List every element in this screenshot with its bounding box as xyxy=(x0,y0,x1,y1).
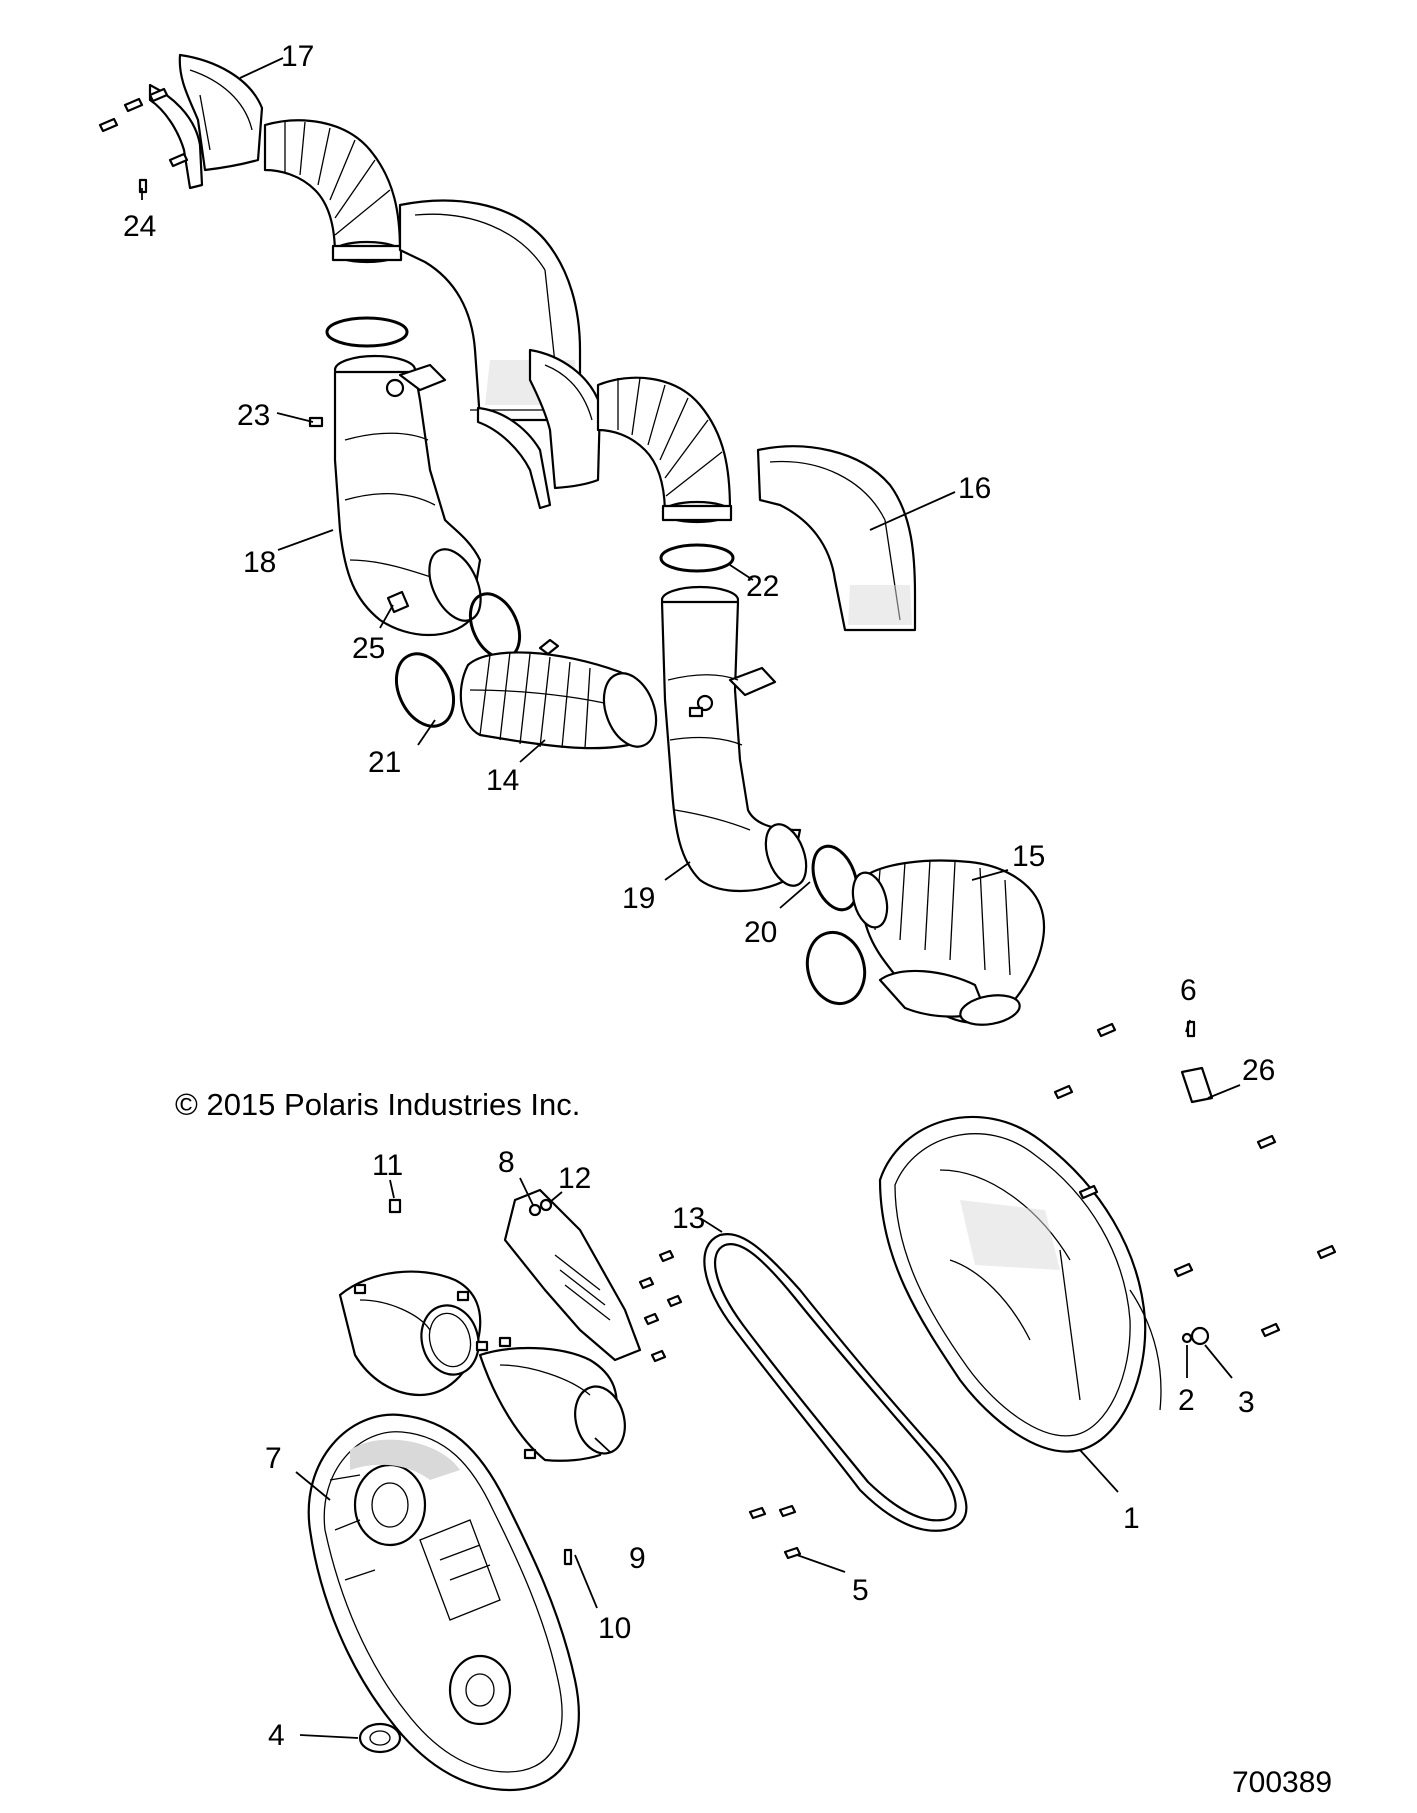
part-8-bracket xyxy=(503,1188,642,1362)
part-18-intake-duct xyxy=(333,354,482,636)
part-7-inner-clutch-cover xyxy=(307,1413,580,1792)
part-9-outlet-duct xyxy=(478,1336,626,1462)
callout-26: 26 xyxy=(1242,1054,1275,1087)
callout-19: 19 xyxy=(622,882,655,915)
callout-16: 16 xyxy=(958,472,991,505)
part-2-washer xyxy=(1181,1332,1193,1344)
part-21-clamp xyxy=(394,652,456,728)
callout-22: 22 xyxy=(746,570,779,603)
callout-21: 21 xyxy=(368,746,401,779)
middle-shield xyxy=(476,348,602,510)
callout-13: 13 xyxy=(672,1202,705,1235)
part-12-rivet xyxy=(539,1198,553,1212)
screw-10 xyxy=(563,1548,573,1566)
screw-set-cover-outer xyxy=(1053,1020,1337,1338)
callout-12: 12 xyxy=(558,1162,591,1195)
callout-1: 1 xyxy=(1123,1502,1140,1535)
part-3-nut xyxy=(1190,1326,1210,1346)
callout-10: 10 xyxy=(598,1612,631,1645)
callout-9: 9 xyxy=(629,1542,646,1575)
part-13-drive-belt xyxy=(703,1233,968,1532)
part-1-outer-clutch-cover xyxy=(878,1115,1162,1453)
screw-set-24 xyxy=(98,87,189,194)
part-15-y-duct xyxy=(851,859,1046,1026)
clamp-ring-lower-right xyxy=(805,930,867,1006)
screw-set-5 xyxy=(748,1504,802,1560)
callout-23: 23 xyxy=(237,399,270,432)
screw-23 xyxy=(308,416,324,428)
leader-lines xyxy=(141,57,1241,1739)
callout-7: 7 xyxy=(265,1442,282,1475)
callout-8: 8 xyxy=(498,1146,515,1179)
copyright-notice: © 2015 Polaris Industries Inc. xyxy=(175,1087,580,1122)
part-4-seal xyxy=(358,1722,402,1754)
drawing-number: 700389 xyxy=(1232,1766,1332,1799)
callout-25: 25 xyxy=(352,632,385,665)
callout-11: 11 xyxy=(372,1149,403,1182)
callout-numbers: 1 2 3 4 5 6 7 8 9 10 11 12 13 14 15 16 1… xyxy=(123,40,1275,1752)
part-17-shield xyxy=(148,53,264,190)
callout-24: 24 xyxy=(123,210,156,243)
part-14-corrugated-hose xyxy=(459,638,658,750)
callout-15: 15 xyxy=(1012,840,1045,873)
callout-18: 18 xyxy=(243,546,276,579)
part-20-clamp xyxy=(811,844,859,912)
part-19-duct xyxy=(660,585,808,893)
callout-6: 6 xyxy=(1180,974,1197,1007)
callout-14: 14 xyxy=(486,764,519,797)
callout-17: 17 xyxy=(281,40,314,73)
callout-3: 3 xyxy=(1238,1386,1255,1419)
callout-5: 5 xyxy=(852,1574,869,1607)
callout-20: 20 xyxy=(744,916,777,949)
screw-set-9 xyxy=(638,1249,683,1363)
clamp-ring-upper-left xyxy=(325,316,409,348)
part-22-clamp xyxy=(659,543,735,573)
upper-elbow-duct-left xyxy=(263,119,403,264)
part-26-label xyxy=(1180,1066,1214,1104)
part-11-duct-adapter xyxy=(338,1198,489,1397)
upper-elbow-duct-right xyxy=(596,376,733,524)
callout-2: 2 xyxy=(1178,1384,1195,1417)
part-16-shroud xyxy=(756,445,917,632)
callout-4: 4 xyxy=(268,1719,285,1752)
